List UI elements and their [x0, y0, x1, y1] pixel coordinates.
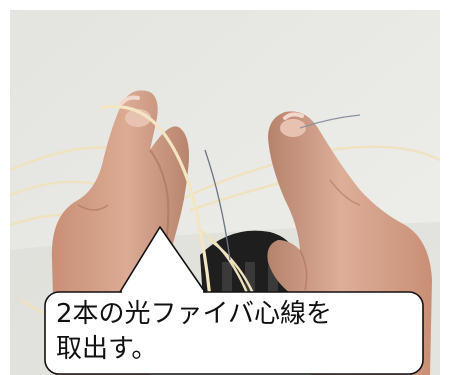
connector-slot-3 — [268, 262, 278, 302]
white-border-right — [440, 0, 449, 375]
thin-fiber — [204, 149, 231, 261]
callout-pointer-icon — [119, 226, 206, 293]
held-fiber-left — [99, 104, 214, 331]
callout-box — [44, 291, 424, 375]
white-border-top — [0, 0, 449, 10]
held-fiber-right — [299, 114, 361, 129]
white-border-left — [0, 0, 10, 375]
connector-slot-1 — [222, 262, 232, 302]
connector-slot-2 — [245, 262, 255, 302]
callout-seam-cover — [122, 290, 203, 294]
callout-text: 2本の光ファイバ心線を 取出す。 — [56, 299, 333, 364]
